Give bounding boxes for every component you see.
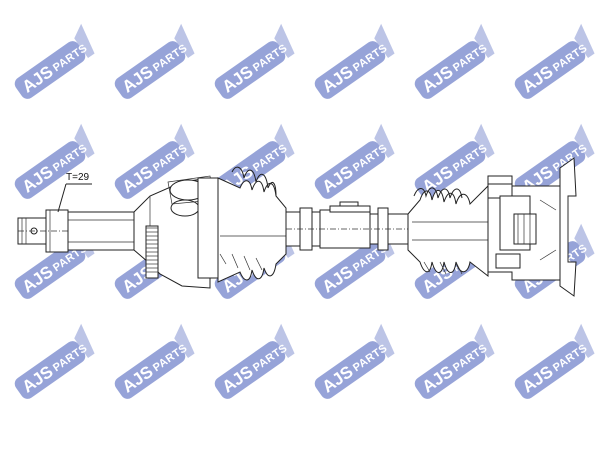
spline-shaft — [67, 211, 135, 251]
inner-boot — [407, 184, 489, 278]
threaded-stub — [17, 209, 130, 253]
abs-ring — [145, 225, 159, 279]
inner-joint-housing — [487, 157, 577, 297]
outer-cv-joint — [133, 175, 219, 289]
outer-boot — [217, 166, 287, 283]
main-shaft — [285, 201, 420, 251]
spline-callout: T=29 — [57, 172, 92, 213]
spline-count-label: T=29 — [66, 172, 90, 183]
